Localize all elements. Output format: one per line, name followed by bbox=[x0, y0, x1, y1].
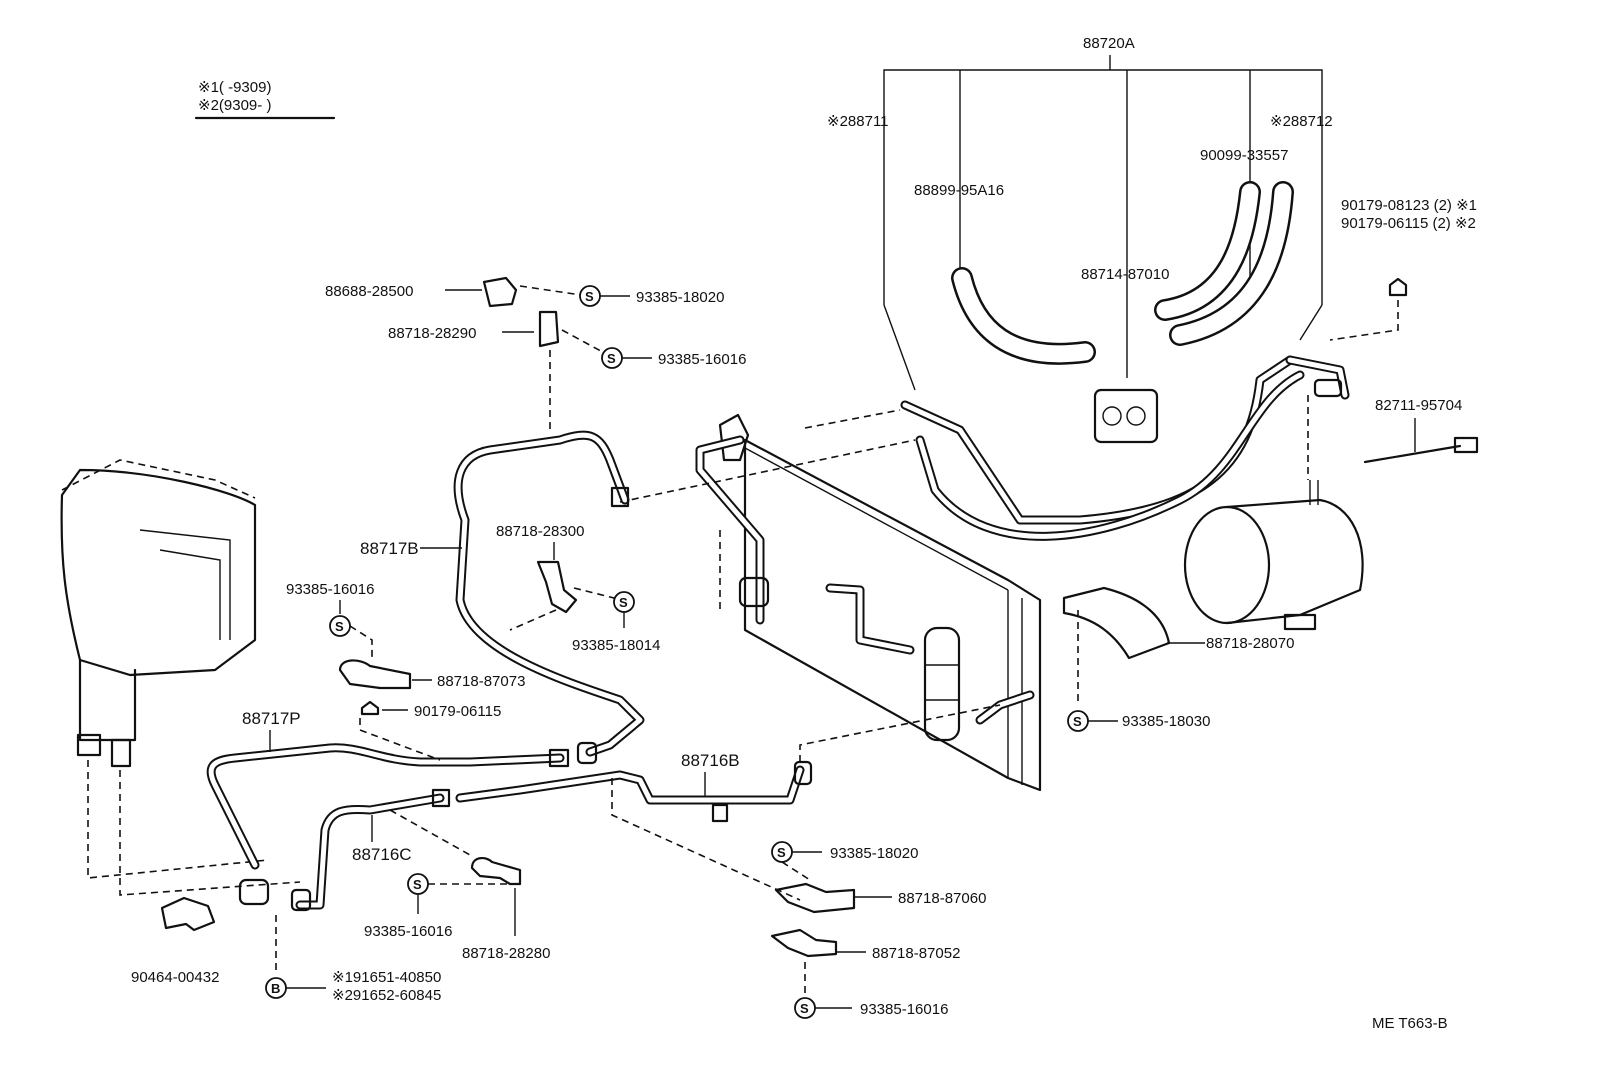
label-88714-87010: 88714-87010 bbox=[1081, 266, 1169, 283]
label-88712: ※288712 bbox=[1270, 113, 1333, 130]
label-93385-16016-b: 93385-16016 bbox=[286, 581, 374, 598]
pipe-88716C: 88716C bbox=[290, 788, 451, 912]
clamp-28300-group: 88718-28300 S 93385-18014 bbox=[496, 523, 660, 654]
svg-text:S: S bbox=[777, 845, 786, 860]
label-88718-28290: 88718-28290 bbox=[388, 325, 476, 342]
clamp-88718-28300 bbox=[536, 560, 578, 614]
legend: ※1( -9309) ※2(9309- ) bbox=[194, 79, 336, 120]
label-93385-18020-a: 93385-18020 bbox=[636, 289, 724, 306]
clamp-88718-87052 bbox=[770, 928, 838, 958]
label-88716B: 88716B bbox=[681, 751, 740, 770]
svg-text:S: S bbox=[413, 877, 422, 892]
frame-taper-left bbox=[883, 304, 916, 391]
pipe-88716B: 88716B bbox=[455, 704, 1001, 823]
clamp-88718-87060 bbox=[774, 882, 856, 914]
label-90099-33557: 90099-33557 bbox=[1200, 147, 1288, 164]
label-88718-87052: 88718-87052 bbox=[872, 945, 960, 962]
label-88711: ※288711 bbox=[827, 113, 889, 130]
footer-code: ME T663-B bbox=[1372, 1015, 1448, 1032]
evaporator-unit bbox=[60, 459, 301, 896]
label-90179-08123: 90179-08123 (2) ※1 bbox=[1341, 197, 1477, 214]
label-88718-28300: 88718-28300 bbox=[496, 523, 584, 540]
clamp-88718-28290 bbox=[538, 310, 560, 348]
clamp-28280-group: 88718-28280 S 93385-16016 bbox=[364, 809, 550, 962]
label-93385-18020-b: 93385-18020 bbox=[830, 845, 918, 862]
bracket-88718-28070 bbox=[1062, 586, 1171, 660]
label-91652-60845: ※291652-60845 bbox=[332, 987, 441, 1004]
nut-90179 bbox=[1388, 277, 1408, 297]
svg-text:S: S bbox=[607, 351, 616, 366]
svg-text:S: S bbox=[335, 619, 344, 634]
label-88720A: 88720A bbox=[1083, 35, 1135, 52]
hose-set-88720A: 88720A ※288711 ※288712 88899-95A16 90099… bbox=[827, 35, 1333, 444]
right-labels: 90179-08123 (2) ※1 90179-06115 (2) ※2 82… bbox=[1062, 197, 1479, 732]
label-88899-95A16: 88899-95A16 bbox=[914, 182, 1004, 199]
label-88717P: 88717P bbox=[242, 709, 301, 728]
label-88718-87060: 88718-87060 bbox=[898, 890, 986, 907]
legend-line-1: ※1( -9309) bbox=[198, 79, 271, 96]
label-90179-06115-2: 90179-06115 (2) ※2 bbox=[1341, 215, 1476, 232]
label-93385-16016-c: 93385-16016 bbox=[364, 923, 452, 940]
nut-90179-06115 bbox=[360, 700, 380, 716]
clamp-90464-00432 bbox=[160, 896, 216, 932]
discharge-piping bbox=[619, 355, 1350, 541]
label-88718-28280: 88718-28280 bbox=[462, 945, 550, 962]
condenser-core bbox=[743, 438, 1042, 792]
frame-taper-right bbox=[1299, 304, 1323, 341]
condenser bbox=[695, 413, 1042, 792]
label-91651-40850: ※191651-40850 bbox=[332, 969, 441, 986]
label-88717B: 88717B bbox=[360, 539, 419, 558]
label-90179-06115: 90179-06115 bbox=[414, 703, 501, 720]
svg-text:S: S bbox=[619, 595, 628, 610]
receiver-drier bbox=[923, 626, 961, 742]
bottom-clamps: S 93385-18020 88718-87060 88718-87052 S … bbox=[611, 778, 986, 1019]
label-90464-00432: 90464-00432 bbox=[131, 969, 219, 986]
label-82711-95704: 82711-95704 bbox=[1375, 397, 1462, 414]
hose-set-frame bbox=[883, 69, 1323, 305]
label-93385-16016-d: 93385-16016 bbox=[860, 1001, 948, 1018]
bottom-left-parts: 90464-00432 B ※191651-40850 ※291652-6084… bbox=[131, 896, 441, 1004]
label-88718-87073: 88718-87073 bbox=[437, 673, 525, 690]
svg-text:S: S bbox=[1073, 714, 1082, 729]
label-93385-18014: 93385-18014 bbox=[572, 637, 660, 654]
insulator-88714 bbox=[1093, 388, 1159, 444]
pipe-88717B: 88717B bbox=[360, 430, 645, 765]
pipe-88717P: 88717P bbox=[206, 709, 570, 906]
label-88718-28070: 88718-28070 bbox=[1206, 635, 1294, 652]
svg-text:S: S bbox=[800, 1001, 809, 1016]
compressor-pulley bbox=[1183, 505, 1271, 625]
clamp-88688-28500 bbox=[482, 276, 518, 308]
top-clamps: 88688-28500 S 93385-18020 88718-28290 S … bbox=[325, 276, 746, 430]
compressor bbox=[1183, 395, 1364, 631]
legend-line-2: ※2(9309- ) bbox=[198, 97, 271, 114]
clamp-87073-group: 93385-16016 S 88718-87073 90179-06115 bbox=[286, 581, 525, 761]
label-93385-16016-a: 93385-16016 bbox=[658, 351, 746, 368]
tie-band-82711 bbox=[1363, 444, 1462, 464]
svg-text:S: S bbox=[585, 289, 594, 304]
svg-text:B: B bbox=[271, 981, 280, 996]
clamp-88718-87073 bbox=[338, 659, 412, 690]
clamp-88718-28280 bbox=[470, 856, 522, 886]
label-88716C: 88716C bbox=[352, 845, 412, 864]
label-88688-28500: 88688-28500 bbox=[325, 283, 413, 300]
label-93385-18030: 93385-18030 bbox=[1122, 713, 1210, 730]
evaporator-case bbox=[60, 468, 257, 677]
